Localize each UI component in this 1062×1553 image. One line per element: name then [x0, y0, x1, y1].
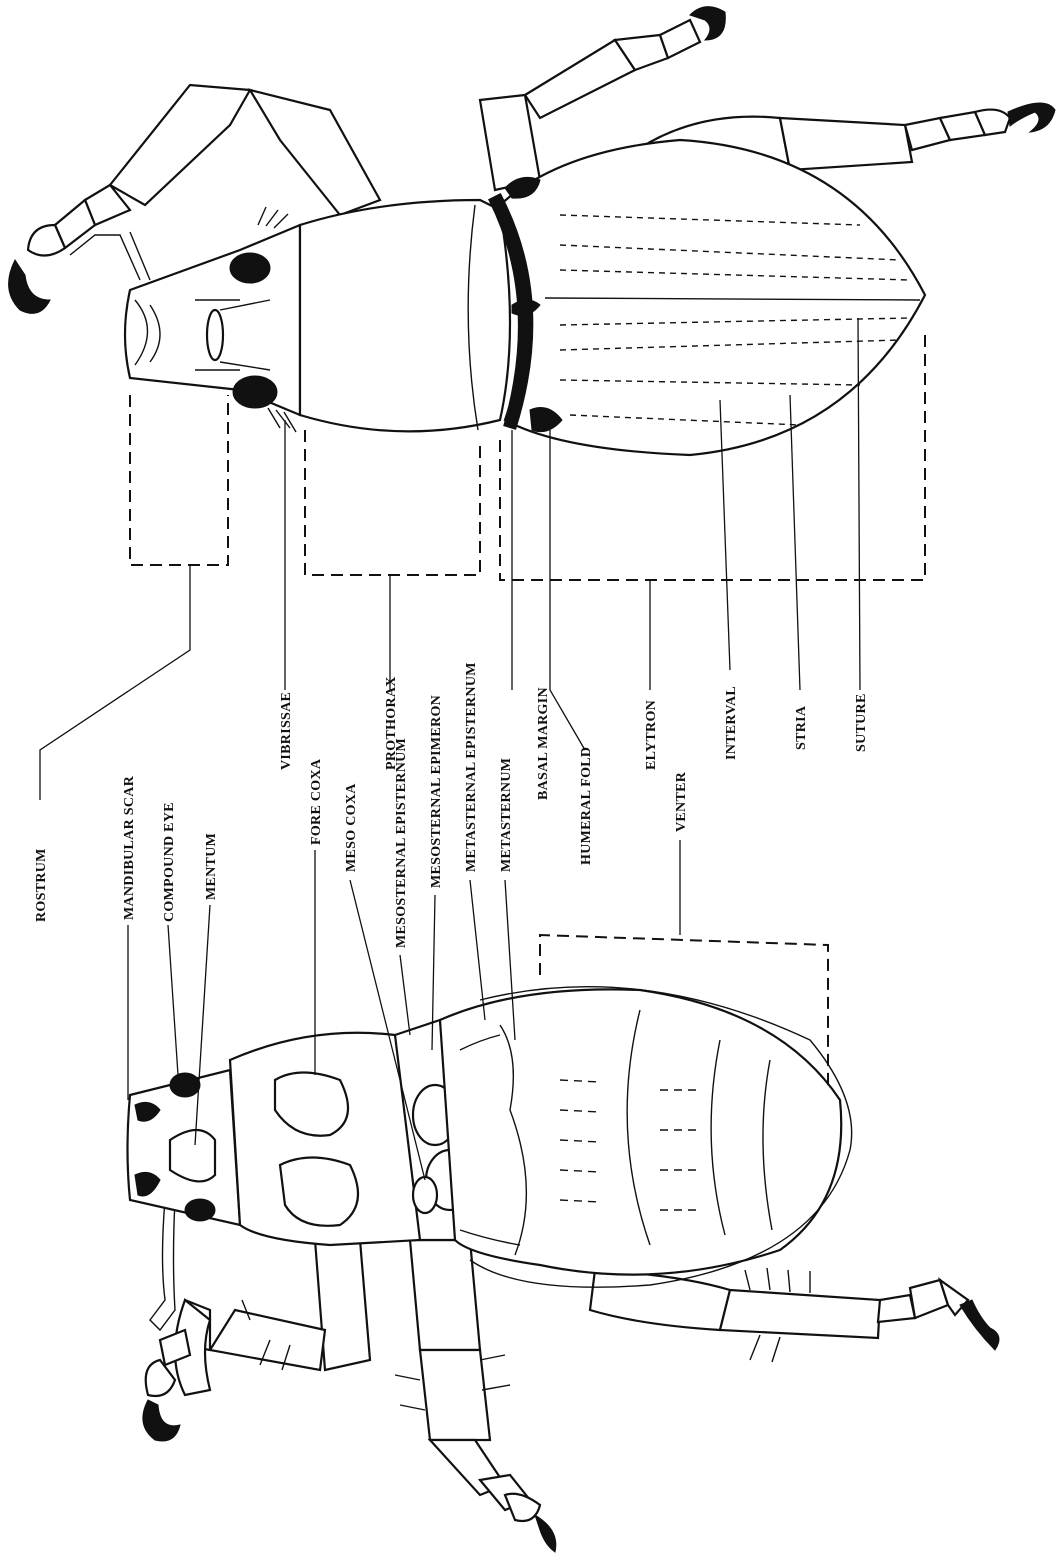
dorsal-view [9, 7, 1055, 455]
dorsal-compound-eye-bottom [233, 376, 277, 408]
label-interval: INTERVAL [724, 686, 739, 760]
ventral-mentum [170, 1130, 215, 1181]
label-vibrissae: VIBRISSAE [279, 692, 294, 770]
ventral-antenna [150, 1200, 175, 1330]
label-mandibular-scar: MANDIBULAR SCAR [122, 775, 137, 920]
ventral-view [128, 987, 1000, 1552]
label-rostrum: ROSTRUM [34, 848, 49, 922]
label-venter: VENTER [674, 771, 689, 832]
dorsal-antenna [70, 232, 150, 280]
label-metasternum: METASTERNUM [499, 758, 514, 872]
ventral-hind-leg [590, 1268, 999, 1362]
ventral-meso-coxa [413, 1177, 437, 1213]
dorsal-prothorax [300, 200, 510, 431]
labels: ROSTRUM MANDIBULAR SCAR COMPOUND EYE MEN… [34, 662, 869, 948]
ventral-fore-leg [143, 1240, 370, 1441]
ventral-compound-eye-bottom [185, 1199, 215, 1221]
label-elytron: ELYTRON [644, 700, 659, 770]
label-compound-eye: COMPOUND EYE [162, 802, 177, 922]
ventral-abdomen [440, 989, 841, 1274]
ventral-mid-leg [395, 1240, 556, 1552]
label-stria: STRIA [794, 705, 809, 750]
label-meso-coxa: MESO COXA [344, 783, 359, 872]
label-humeral-fold: HUMERAL FOLD [579, 747, 594, 865]
label-metasternal-episternum: METASTERNAL EPISTERNUM [464, 662, 479, 872]
label-suture: SUTURE [854, 693, 869, 752]
dorsal-compound-eye-top [230, 253, 270, 283]
label-basal-margin: BASAL MARGIN [536, 687, 551, 800]
label-mesosternal-epimeron: MESOSTERNAL EPIMERON [429, 695, 444, 888]
label-fore-coxa: FORE COXA [309, 758, 324, 845]
ventral-compound-eye-top [170, 1073, 200, 1097]
label-mentum: MENTUM [204, 833, 219, 900]
label-mesosternal-episternum: MESOSTERNAL EPISTERNUM [394, 738, 409, 948]
